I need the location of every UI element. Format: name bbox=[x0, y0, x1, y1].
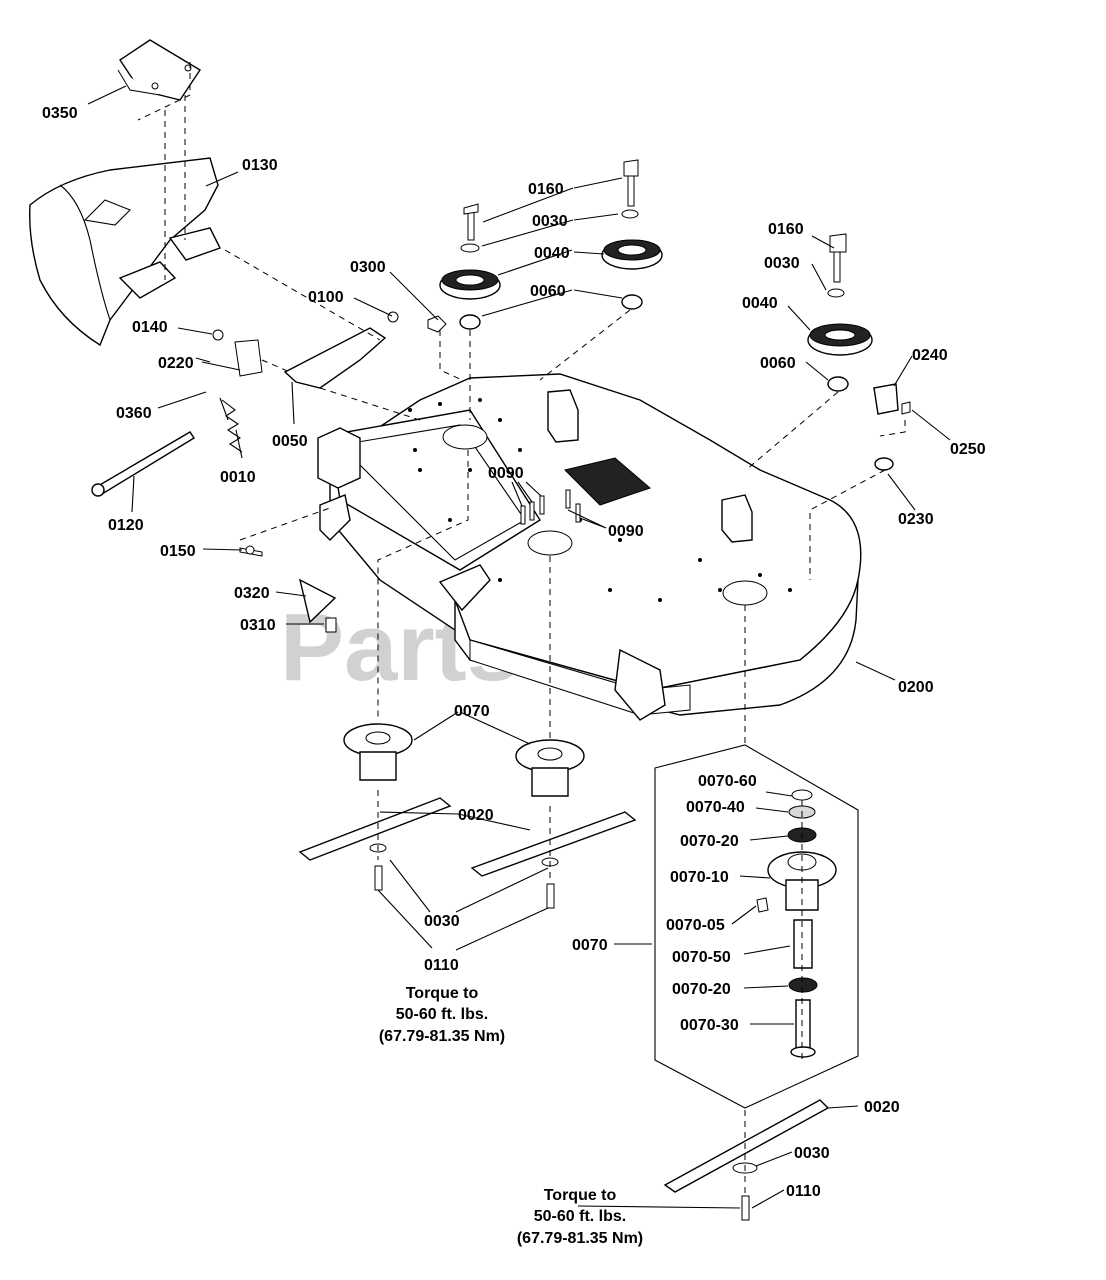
label-0070-05: 0070-05 bbox=[666, 917, 725, 934]
label-0090: 0090 bbox=[488, 465, 524, 482]
alignment-lines bbox=[137, 62, 906, 1195]
torque-note-line3: (67.79-81.35 Nm) bbox=[379, 1028, 505, 1045]
label-0010: 0010 bbox=[220, 469, 256, 486]
label-0220: 0220 bbox=[158, 355, 194, 372]
label-0070-10: 0070-10 bbox=[670, 869, 729, 886]
label-0030: 0030 bbox=[424, 913, 460, 930]
label-0230: 0230 bbox=[898, 511, 934, 528]
label-0300: 0300 bbox=[350, 259, 386, 276]
label-0030: 0030 bbox=[764, 255, 800, 272]
leader-lines bbox=[87, 85, 951, 1209]
label-0070-40: 0070-40 bbox=[686, 799, 745, 816]
label-0110: 0110 bbox=[424, 957, 459, 974]
label-0070-20: 0070-20 bbox=[680, 833, 739, 850]
label-0070: 0070 bbox=[572, 937, 608, 954]
label-0060: 0060 bbox=[760, 355, 796, 372]
torque-note-right: Torque to 50-60 ft. lbs. (67.79-81.35 Nm… bbox=[517, 1187, 643, 1247]
label-0130: 0130 bbox=[242, 157, 278, 174]
label-0070-60: 0070-60 bbox=[698, 773, 757, 790]
torque-note-left: Torque to 50-60 ft. lbs. (67.79-81.35 Nm… bbox=[379, 985, 505, 1045]
pulley-hardware bbox=[439, 159, 911, 525]
label-0060: 0060 bbox=[530, 283, 566, 300]
torque-note-line3: (67.79-81.35 Nm) bbox=[517, 1230, 643, 1247]
label-0150: 0150 bbox=[160, 543, 196, 560]
label-0360: 0360 bbox=[116, 405, 152, 422]
torque-note-line2: 50-60 ft. lbs. bbox=[396, 1006, 488, 1023]
label-0030: 0030 bbox=[794, 1145, 830, 1162]
label-0110: 0110 bbox=[786, 1183, 821, 1200]
mower-deck-housing bbox=[317, 373, 862, 721]
label-0070-20: 0070-20 bbox=[672, 981, 731, 998]
label-0090: 0090 bbox=[608, 523, 644, 540]
torque-note-line1: Torque to bbox=[544, 1187, 617, 1204]
label-0020: 0020 bbox=[864, 1099, 900, 1116]
label-0240: 0240 bbox=[912, 347, 948, 364]
label-0320: 0320 bbox=[234, 585, 270, 602]
torque-note-line1: Torque to bbox=[406, 985, 479, 1002]
label-0030: 0030 bbox=[532, 213, 568, 230]
label-0040: 0040 bbox=[534, 245, 570, 262]
label-0310: 0310 bbox=[240, 617, 276, 634]
label-0160: 0160 bbox=[768, 221, 804, 238]
label-0200: 0200 bbox=[898, 679, 934, 696]
label-0160: 0160 bbox=[528, 181, 564, 198]
torque-note-line2: 50-60 ft. lbs. bbox=[534, 1208, 626, 1225]
label-0350: 0350 bbox=[42, 105, 78, 122]
label-0140: 0140 bbox=[132, 319, 168, 336]
lower-spindles-and-blades bbox=[298, 723, 637, 909]
label-0020: 0020 bbox=[458, 807, 494, 824]
label-0120: 0120 bbox=[108, 517, 144, 534]
idler-bracket-assembly bbox=[91, 311, 447, 633]
label-0070-30: 0070-30 bbox=[680, 1017, 739, 1034]
discharge-chute bbox=[29, 39, 221, 347]
label-0070: 0070 bbox=[454, 703, 490, 720]
label-0050: 0050 bbox=[272, 433, 308, 450]
label-0100: 0100 bbox=[308, 289, 344, 306]
label-0070-50: 0070-50 bbox=[672, 949, 731, 966]
label-0040: 0040 bbox=[742, 295, 778, 312]
part-labels: 0350 0130 0160 0030 0040 0060 0160 0030 … bbox=[42, 105, 986, 1200]
label-0250: 0250 bbox=[950, 441, 986, 458]
